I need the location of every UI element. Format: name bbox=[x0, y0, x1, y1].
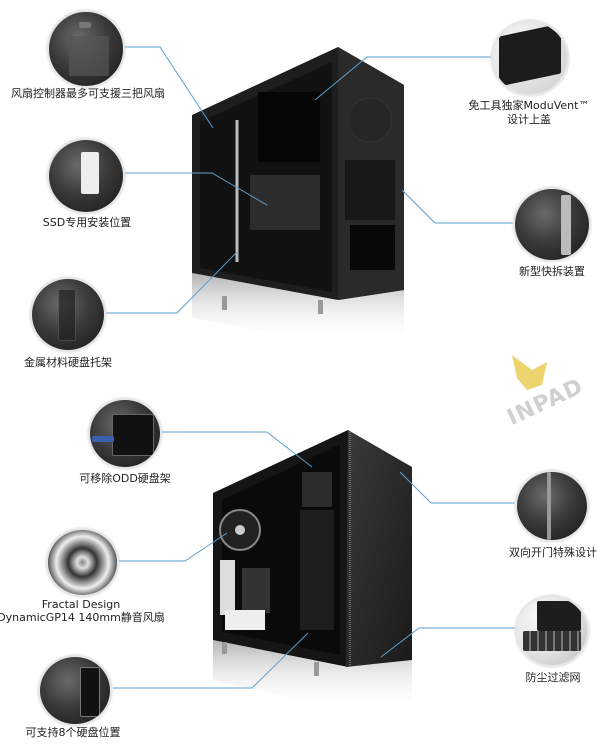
ssd-mount-label: SSD专用安装位置 bbox=[42, 216, 132, 229]
odd-cage-closeup bbox=[88, 398, 162, 469]
hdd-tray-label: 金属材料硬盘托架 bbox=[24, 356, 112, 369]
moduvent-closeup bbox=[491, 20, 569, 96]
quick-release-label: 新型快拆装置 bbox=[519, 265, 585, 278]
callout-lines bbox=[106, 46, 515, 689]
quick-release-closeup bbox=[513, 187, 591, 262]
odd-cage-label: 可移除ODD硬盘架 bbox=[79, 472, 171, 485]
moduvent-label-line2: 设计上盖 bbox=[507, 113, 551, 126]
door-label: 双向开门特殊设计 bbox=[509, 546, 597, 559]
fan-controller-label: 风扇控制器最多可支援三把风扇 bbox=[11, 87, 165, 100]
fan-label-line1: Fractal Design bbox=[41, 598, 121, 611]
door-closeup bbox=[515, 470, 589, 542]
inpad-logo bbox=[512, 355, 547, 390]
hdd-tray-closeup bbox=[30, 277, 106, 352]
dust-filter-label: 防尘过滤网 bbox=[525, 671, 581, 684]
ssd-mount-closeup bbox=[47, 138, 125, 214]
moduvent-label-line1: 免工具独家ModuVent™ bbox=[468, 99, 590, 112]
case-bottom-image bbox=[213, 430, 412, 710]
fan-controller-closeup bbox=[47, 10, 125, 88]
fan-label-line2: DynamicGP14 140mm静音风扇 bbox=[0, 611, 165, 624]
dust-filter-closeup bbox=[515, 595, 589, 667]
fan-closeup bbox=[46, 528, 119, 597]
hdd-bays-label: 可支持8个硬盘位置 bbox=[25, 726, 121, 739]
hdd-bays-closeup bbox=[38, 655, 112, 726]
case-top-image bbox=[192, 47, 404, 345]
